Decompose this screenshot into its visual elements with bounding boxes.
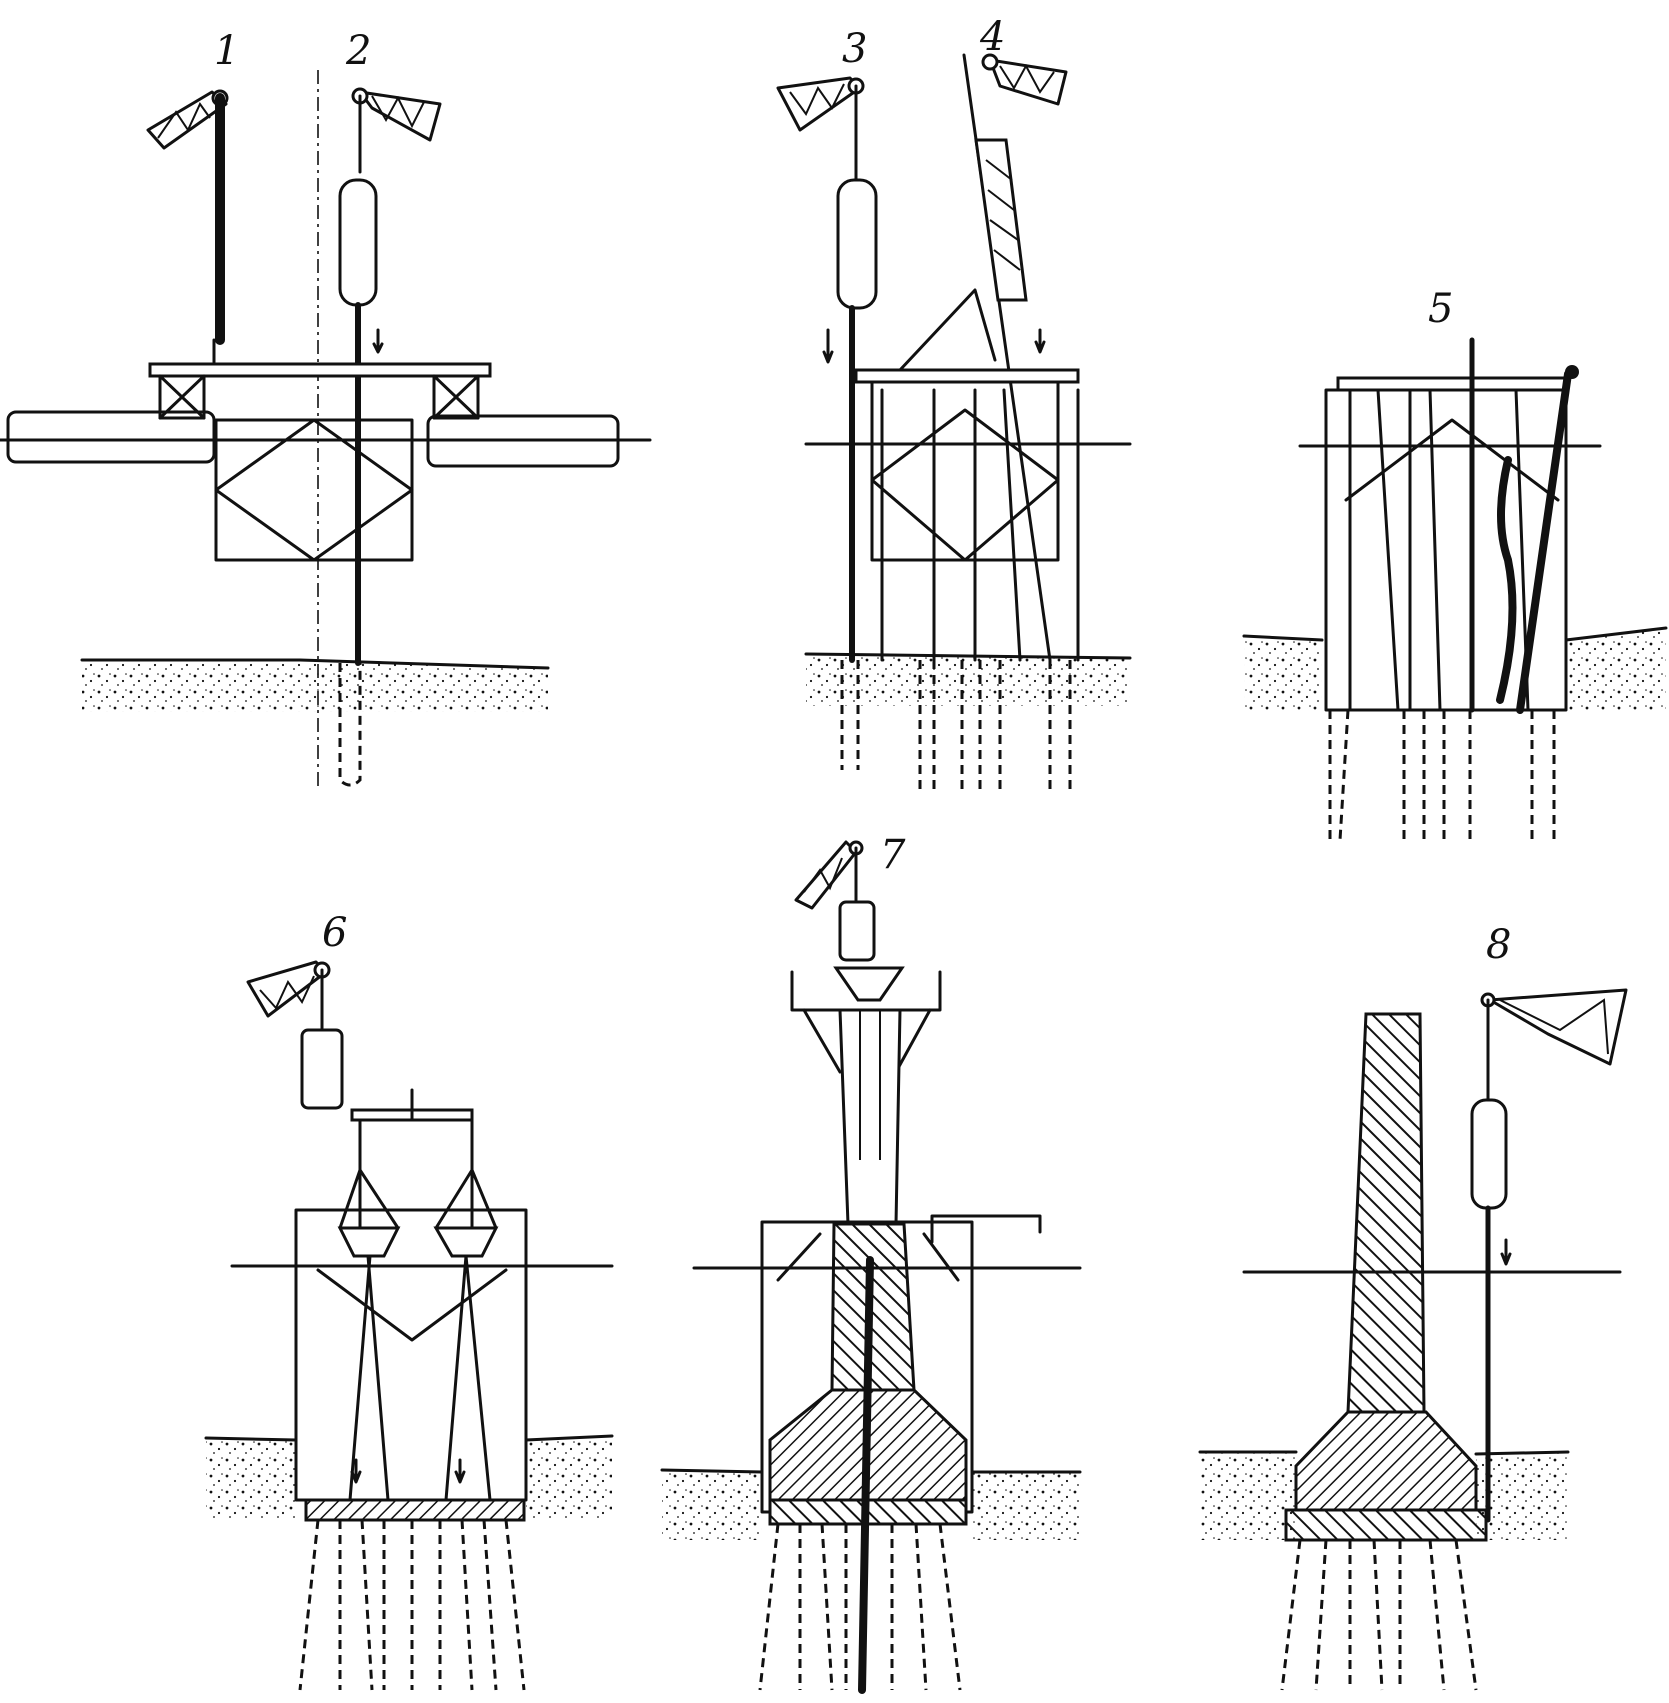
ground (662, 1470, 1080, 1540)
stage-label-3: 3 (842, 26, 867, 72)
concrete-seal (304, 1498, 526, 1522)
stage-label-6: 6 (322, 910, 347, 956)
stage-5-panel: 5 (1242, 286, 1668, 841)
cofferdam (294, 1208, 528, 1502)
tremie-pipe (838, 1008, 902, 1226)
tremie-hopper-right (433, 1226, 499, 1258)
platform-deck (1336, 376, 1570, 392)
stage-6-panel: 6 (204, 910, 614, 1691)
stage-3-4-panel: 3 4 (776, 14, 1132, 790)
tremie-hopper-left (337, 1226, 401, 1258)
platform-deck (148, 362, 492, 378)
ground (1200, 1452, 1568, 1540)
crane-4 (898, 53, 1068, 662)
crane-1 (146, 89, 229, 364)
stage-label-5: 5 (1428, 286, 1453, 332)
pump-hose (930, 1214, 1042, 1244)
pier-body (1346, 1012, 1426, 1414)
pile-hammer (1470, 1098, 1508, 1210)
sheet-piles (880, 388, 1080, 790)
concrete-bucket (300, 1028, 344, 1110)
ground (206, 1436, 612, 1520)
stage-1-2-panel: 1 2 (0, 28, 652, 790)
pile-hammer (836, 178, 878, 310)
crane-2 (338, 87, 442, 307)
stage-label-4: 4 (979, 14, 1005, 60)
stage-label-8: 8 (1486, 922, 1511, 968)
stage-7-panel: 7 (660, 832, 1082, 1694)
ground (82, 660, 548, 712)
pontoon-left (6, 410, 216, 464)
sheet-piles (1328, 337, 1556, 841)
crane-6 (246, 960, 344, 1110)
stage-8-panel: 8 (1198, 922, 1628, 1691)
crane-7 (794, 840, 876, 962)
ground (806, 654, 1130, 706)
stage-label-7: 7 (880, 832, 906, 878)
platform-deck (854, 368, 1080, 384)
concrete-bucket (838, 900, 876, 962)
crane-3 (776, 76, 878, 770)
grab-bucket (1496, 456, 1517, 704)
stage-label-1: 1 (214, 28, 239, 74)
concrete-seal (1284, 1508, 1488, 1542)
ground (1244, 628, 1666, 710)
tremie-funnel (833, 966, 905, 1002)
pile-hammer (338, 178, 378, 307)
stage-label-2: 2 (345, 28, 371, 74)
cofferdam (1324, 388, 1568, 712)
crane-8 (1470, 988, 1628, 1523)
pier-footing (1294, 1410, 1478, 1512)
